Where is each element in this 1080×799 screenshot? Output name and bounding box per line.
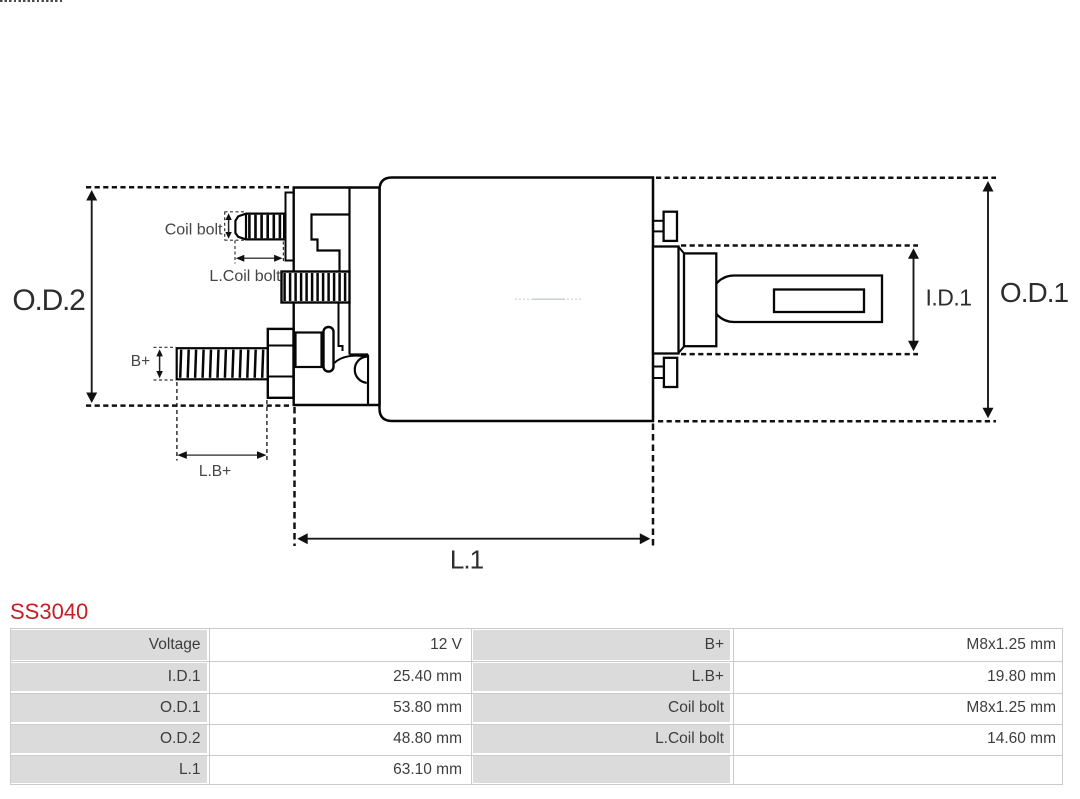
svg-text:L.Coil bolt: L.Coil bolt (209, 268, 281, 285)
svg-text:O.D.1: O.D.1 (1000, 277, 1069, 308)
svg-text:L.1: L.1 (450, 545, 484, 575)
svg-text:I.D.1: I.D.1 (925, 285, 971, 311)
svg-text:O.D.2: O.D.2 (12, 284, 85, 317)
svg-text:Coil bolt: Coil bolt (165, 222, 223, 239)
svg-text:L.B+: L.B+ (199, 463, 231, 480)
svg-text:B+: B+ (131, 353, 150, 370)
